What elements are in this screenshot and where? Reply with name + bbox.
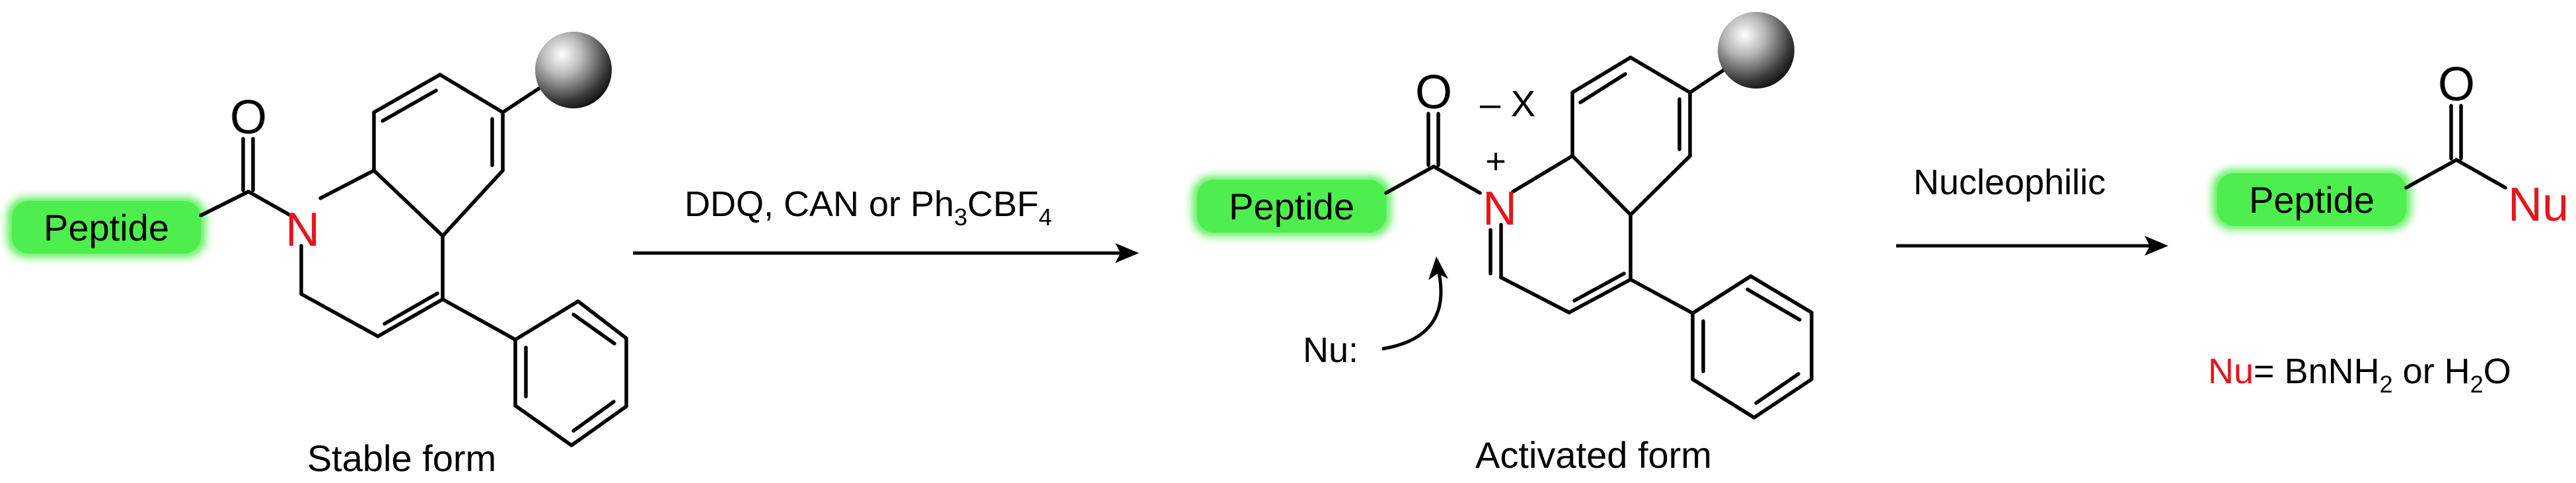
reaction-arrow-step2: Nucleophilic xyxy=(1896,163,2168,256)
caption-activated-form: Activated form xyxy=(1475,434,1712,476)
peptide-tag-stable: Peptide xyxy=(7,197,206,258)
ring-nitrogen-activated: N xyxy=(1483,182,1517,235)
carbonyl-oxygen-activated: O xyxy=(1415,66,1452,119)
carbonyl-oxygen-product: O xyxy=(2438,58,2475,111)
bonds-product xyxy=(2404,104,2507,190)
peptide-label-stable: Peptide xyxy=(44,207,169,248)
solid-support-bead-activated xyxy=(1718,12,1794,89)
nucleophile-definition: Nu= BnNH2 or H2O xyxy=(2208,352,2511,398)
bonds-stable xyxy=(199,73,628,447)
carbonyl-oxygen-stable: O xyxy=(230,91,267,144)
product-nucleophile: Nu xyxy=(2508,178,2569,231)
bonds-activated xyxy=(1384,56,1814,420)
product-structure: Peptide O Nu xyxy=(2212,58,2569,231)
positive-charge: + xyxy=(1485,141,1506,181)
peptide-tag-activated: Peptide xyxy=(1192,176,1391,237)
peptide-label-product: Peptide xyxy=(2249,179,2374,221)
reaction-arrow-step1: DDQ, CAN or Ph3CBF4 xyxy=(633,184,1139,263)
caption-stable-form: Stable form xyxy=(307,437,496,479)
peptide-label-activated: Peptide xyxy=(1229,186,1354,227)
counterion-label: – X xyxy=(1480,83,1535,124)
ring-nitrogen-stable: N xyxy=(285,204,320,256)
nucleophilic-attack-arrow xyxy=(1381,266,1443,351)
attack-arrowhead xyxy=(1428,256,1448,280)
step2-label: Nucleophilic xyxy=(1913,163,2106,202)
peptide-tag-product: Peptide xyxy=(2212,169,2411,230)
activated-form-structure: Peptide xyxy=(1192,12,1814,476)
step1-reagents: DDQ, CAN or Ph3CBF4 xyxy=(684,184,1052,231)
solid-support-bead-stable xyxy=(535,32,612,108)
stable-form-structure: Peptide xyxy=(7,32,628,479)
nucleophile-label: Nu: xyxy=(1303,330,1358,370)
